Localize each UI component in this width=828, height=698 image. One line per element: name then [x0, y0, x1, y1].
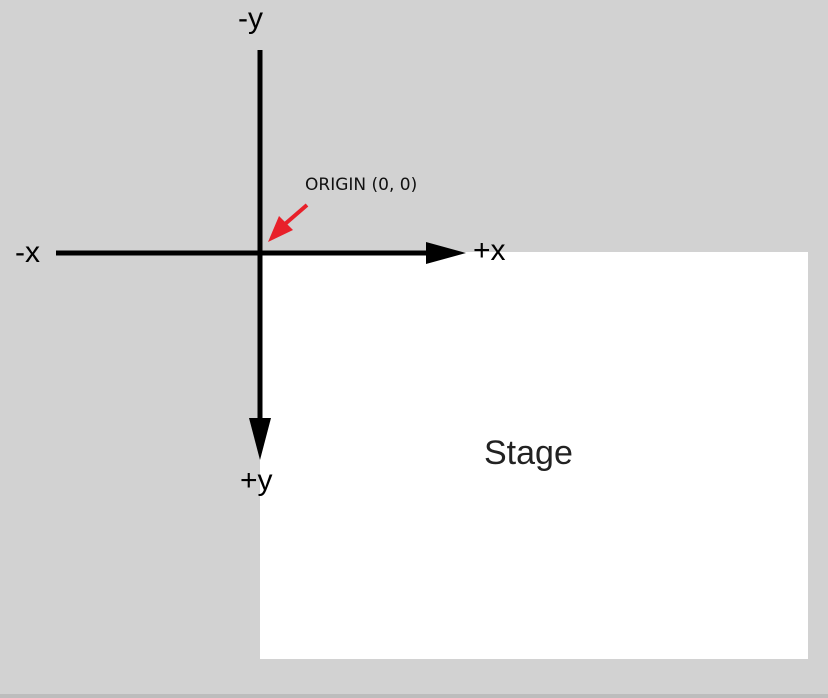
stage-label: Stage [484, 434, 573, 472]
stage-area [260, 252, 808, 659]
pos-x-label: +x [473, 234, 506, 267]
x-axis-arrowhead [426, 242, 466, 264]
origin-arrow-head [268, 216, 293, 242]
bottom-edge [0, 694, 828, 698]
pos-y-label: +y [240, 464, 273, 497]
origin-label: ORIGIN (0, 0) [305, 175, 418, 195]
origin-arrow-shaft [283, 203, 309, 226]
neg-y-label: -y [238, 2, 263, 35]
neg-x-label: -x [15, 236, 40, 269]
y-axis-arrowhead [249, 418, 271, 460]
